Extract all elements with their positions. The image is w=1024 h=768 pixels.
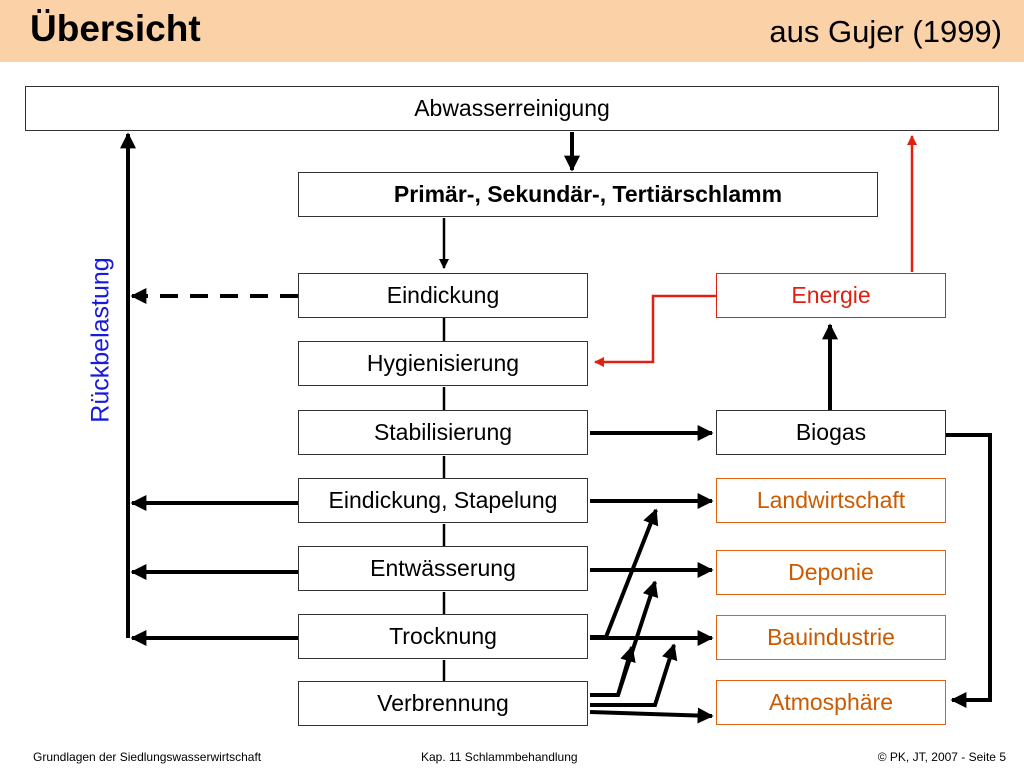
box-step-incineration: Verbrennung: [298, 681, 588, 726]
box-output-agriculture: Landwirtschaft: [716, 478, 946, 523]
box-output-atmosphere: Atmosphäre: [716, 680, 946, 725]
arrow-incineration-to-construction: [590, 643, 678, 707]
box-step-drying: Trocknung: [298, 614, 588, 659]
header-bar: Übersicht aus Gujer (1999): [0, 0, 1024, 62]
box-step-storage: Eindickung, Stapelung: [298, 478, 588, 523]
page-title: Übersicht: [30, 8, 201, 49]
footer-left: Grundlagen der Siedlungswasserwirtschaft: [33, 750, 262, 764]
box-energy: Energie: [716, 273, 946, 318]
footer-right: © PK, JT, 2007 - Seite 5: [877, 750, 1006, 764]
arrow-incineration-to-atmosphere: [589, 707, 714, 724]
box-step-thickening: Eindickung: [298, 273, 588, 318]
footer-center: Kap. 11 Schlammbehandlung: [421, 750, 578, 764]
box-sludge-types: Primär-, Sekundär-, Tertiärschlamm: [298, 172, 878, 217]
box-output-construction: Bauindustrie: [716, 615, 946, 660]
arrow-biogas-to-atmosphere: [946, 433, 992, 708]
arrow-energy-to-hygienization: [594, 294, 716, 367]
box-output-landfill: Deponie: [716, 550, 946, 595]
arrow-drying-to-agriculture: [590, 508, 659, 639]
box-step-stabilization: Stabilisierung: [298, 410, 588, 455]
box-step-dewatering: Entwässerung: [298, 546, 588, 591]
box-wastewater-treatment: Abwasserreinigung: [25, 86, 999, 131]
return-load-label: Rückbelastung: [86, 257, 115, 423]
box-biogas: Biogas: [716, 410, 946, 455]
box-step-hygienization: Hygienisierung: [298, 341, 588, 386]
source-citation: aus Gujer (1999): [769, 14, 1002, 49]
